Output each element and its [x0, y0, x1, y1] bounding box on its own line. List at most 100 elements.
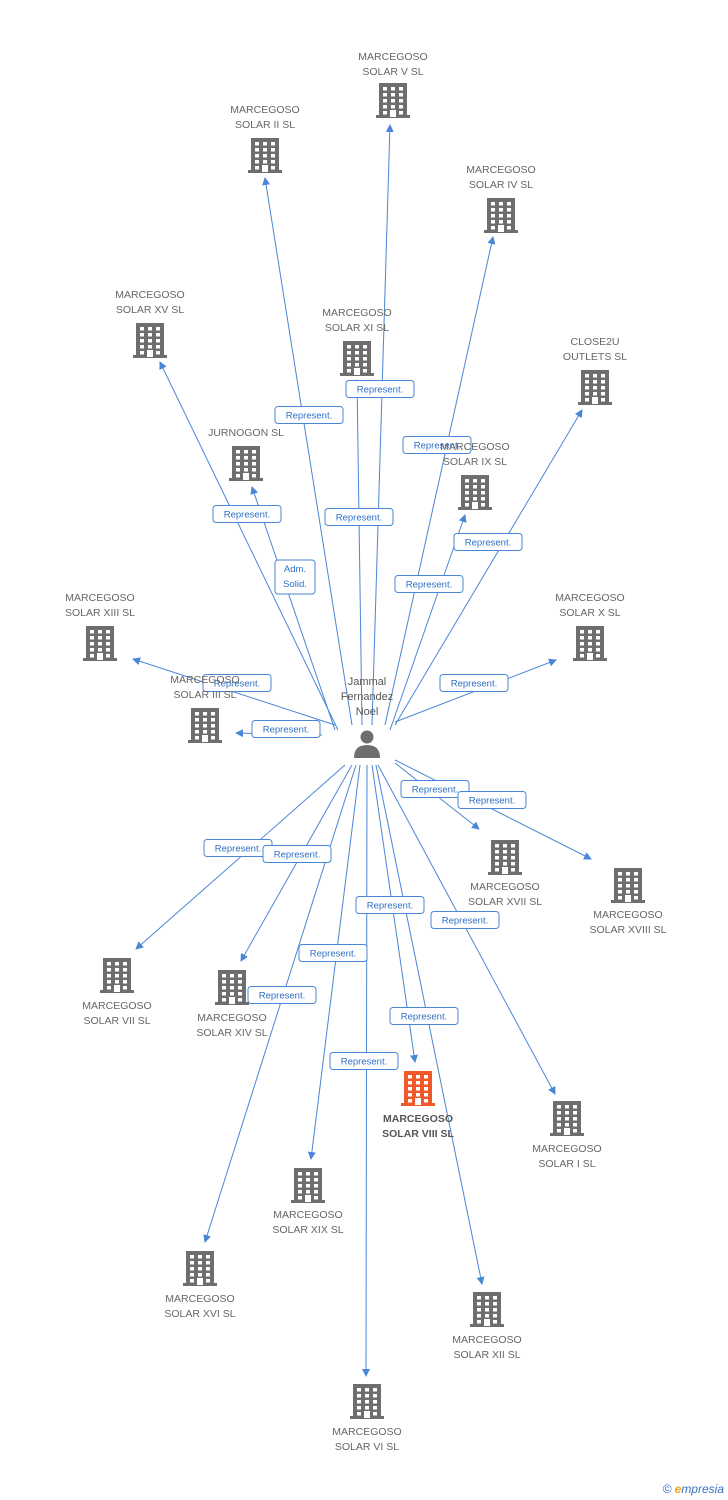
- building-icon[interactable]: [470, 1292, 504, 1327]
- building-icon[interactable]: [183, 1251, 217, 1286]
- company-name: MARCEGOSO: [358, 51, 427, 63]
- company-name: MARCEGOSO: [65, 592, 134, 604]
- edge-label-c2u[interactable]: Represent.: [453, 533, 523, 551]
- company-name: SOLAR VII SL: [83, 1015, 150, 1027]
- edge-vi: [362, 764, 371, 1377]
- building-icon[interactable]: [458, 475, 492, 510]
- edge-label-iii[interactable]: Represent.: [251, 720, 321, 738]
- building-icon[interactable]: [484, 198, 518, 233]
- edge-label-iv[interactable]: Represent.: [402, 436, 472, 454]
- company-name: SOLAR IX SL: [443, 456, 507, 468]
- building-icon[interactable]: [188, 708, 222, 743]
- building-icon[interactable]: [100, 958, 134, 993]
- edge-label-xi[interactable]: Represent.: [324, 508, 394, 526]
- brand-name: mpresia: [681, 1482, 724, 1496]
- company-name: SOLAR IV SL: [469, 179, 533, 191]
- company-name: SOLAR VI SL: [335, 1441, 399, 1453]
- brand-e: e: [674, 1482, 682, 1496]
- edge-i: [377, 764, 556, 1095]
- company-name: SOLAR XVI SL: [164, 1308, 235, 1320]
- company-name: JURNOGON SL: [208, 427, 284, 439]
- edge-label-i[interactable]: Represent.: [430, 911, 500, 929]
- edge-label-text: Represent.: [341, 1057, 387, 1068]
- edge-label-xiv[interactable]: Represent.: [262, 845, 332, 863]
- company-name: SOLAR V SL: [362, 66, 423, 78]
- building-icon[interactable]: [291, 1168, 325, 1203]
- edge-label-xvii[interactable]: Represent.: [400, 780, 470, 798]
- building-icon[interactable]: [401, 1071, 435, 1106]
- company-name: MARCEGOSO: [322, 307, 391, 319]
- edge-label-text: Represent.: [367, 901, 413, 912]
- building-icon[interactable]: [133, 323, 167, 358]
- edge-label-xii[interactable]: Represent.: [389, 1007, 459, 1025]
- edge-label-xvi[interactable]: Represent.: [247, 986, 317, 1004]
- edge-label-text: Represent.: [442, 916, 488, 927]
- edge-label-text: Represent.: [263, 725, 309, 736]
- building-icon[interactable]: [215, 970, 249, 1005]
- building-icon[interactable]: [578, 370, 612, 405]
- edge-label-viii[interactable]: Represent.: [355, 896, 425, 914]
- empresia-logo[interactable]: ©empresia: [663, 1482, 724, 1496]
- edge-label-vi[interactable]: Represent.: [329, 1052, 399, 1070]
- edge-label-xix[interactable]: Represent.: [298, 944, 368, 962]
- edge-label-x[interactable]: Represent.: [439, 674, 509, 692]
- company-name: MARCEGOSO: [170, 674, 239, 686]
- building-icon[interactable]: [229, 446, 263, 481]
- building-icon[interactable]: [611, 868, 645, 903]
- edge-label-text: Solid.: [283, 579, 307, 590]
- company-node-jur[interactable]: JURNOGON SL: [208, 427, 284, 481]
- company-name: MARCEGOSO: [452, 1334, 521, 1346]
- building-icon[interactable]: [573, 626, 607, 661]
- building-icon[interactable]: [340, 341, 374, 376]
- edge-label-text: Represent.: [215, 844, 261, 855]
- building-icon[interactable]: [83, 626, 117, 661]
- building-icon[interactable]: [350, 1384, 384, 1419]
- company-node-v[interactable]: MARCEGOSO SOLAR V SL: [358, 51, 428, 118]
- edge-label-text: Represent.: [357, 385, 403, 396]
- edge-label-xviii[interactable]: Represent.: [457, 791, 527, 809]
- edge-label-text: Represent.: [259, 991, 305, 1002]
- person-icon: [354, 730, 380, 758]
- edge-label-text: Represent.: [406, 580, 452, 591]
- company-name: SOLAR XVIII SL: [589, 924, 666, 936]
- person-name: Noel: [356, 706, 379, 718]
- building-icon[interactable]: [376, 83, 410, 118]
- edge-label-ix[interactable]: Represent.: [394, 575, 464, 593]
- edge-label-v[interactable]: Represent.: [345, 380, 415, 398]
- edge-label-text: Represent.: [465, 538, 511, 549]
- edge-label-xv[interactable]: Represent.: [212, 505, 282, 523]
- company-name: CLOSE2U: [570, 336, 619, 348]
- company-name: MARCEGOSO: [470, 881, 539, 893]
- building-icon[interactable]: [248, 138, 282, 173]
- building-icon[interactable]: [550, 1101, 584, 1136]
- company-name: SOLAR XII SL: [453, 1349, 520, 1361]
- company-name: MARCEGOSO: [555, 592, 624, 604]
- building-icon[interactable]: [488, 840, 522, 875]
- edge-label-text: Represent.: [414, 441, 460, 452]
- edge-label-ii[interactable]: Represent.: [274, 406, 344, 424]
- edge-label-xiii[interactable]: Represent.: [202, 674, 272, 692]
- company-node-xii[interactable]: MARCEGOSO SOLAR XII SL: [452, 1292, 522, 1361]
- edge-label-vii[interactable]: Represent.: [203, 839, 273, 857]
- edge-label-jur[interactable]: Adm.Solid.: [274, 559, 316, 595]
